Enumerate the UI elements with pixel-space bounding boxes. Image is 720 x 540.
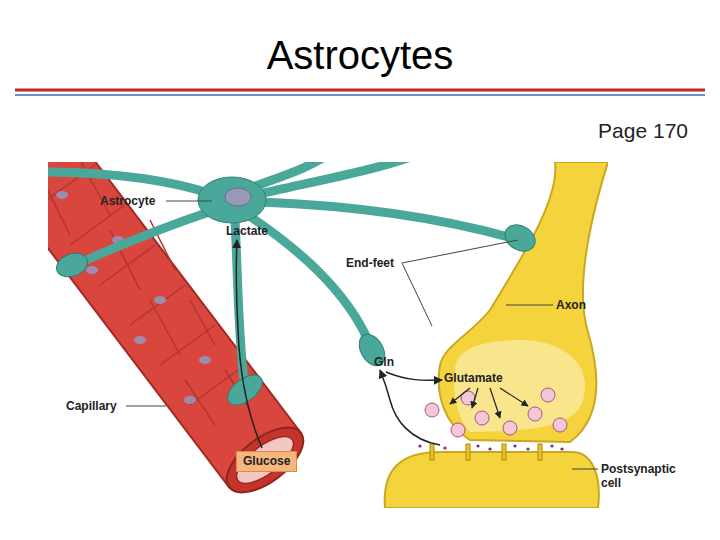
part-label: Glutamate bbox=[444, 371, 524, 385]
capillary-lumen bbox=[229, 428, 300, 491]
cleft-glutamate bbox=[418, 444, 563, 450]
process bbox=[82, 210, 215, 262]
slide-title: Astrocytes bbox=[0, 32, 720, 78]
astrocyte-body bbox=[198, 177, 266, 223]
page-number: Page 170 bbox=[540, 119, 688, 142]
process bbox=[255, 162, 430, 195]
molecule bbox=[488, 447, 491, 450]
vesicle bbox=[553, 418, 567, 432]
substrate-box: Glucose bbox=[236, 451, 297, 472]
lactate-arrow bbox=[236, 240, 262, 448]
axon bbox=[439, 162, 608, 442]
part-label: Capillary bbox=[66, 399, 130, 413]
axon-terminal bbox=[454, 340, 585, 432]
receptor bbox=[430, 444, 434, 460]
drawing-area bbox=[48, 162, 608, 508]
arrow bbox=[472, 388, 478, 408]
header-rule-red bbox=[15, 89, 705, 92]
leader-line bbox=[402, 263, 432, 326]
capillary-opening bbox=[216, 415, 314, 504]
vesicle bbox=[528, 407, 542, 421]
process bbox=[260, 202, 512, 238]
part-label: Astrocyte bbox=[100, 194, 166, 208]
vesicles bbox=[425, 388, 567, 437]
part-label: Gln bbox=[374, 355, 414, 369]
uptake-arrow bbox=[380, 370, 440, 445]
end-foot bbox=[53, 249, 91, 281]
leader-line bbox=[572, 469, 598, 470]
cell-nucleus bbox=[199, 356, 211, 364]
cell-nucleus bbox=[56, 191, 68, 199]
molecule bbox=[476, 444, 479, 447]
molecule bbox=[560, 447, 563, 450]
part-label: Axon bbox=[556, 298, 606, 312]
molecule bbox=[513, 444, 516, 447]
vesicle bbox=[503, 421, 517, 435]
end-foot bbox=[500, 220, 540, 257]
cell-nucleus bbox=[86, 266, 98, 274]
astrocyte-processes bbox=[48, 162, 512, 382]
arrow bbox=[500, 388, 528, 406]
receptor bbox=[538, 444, 542, 460]
leader-line bbox=[166, 201, 212, 202]
vesicle bbox=[475, 411, 489, 425]
part-label: Lactate bbox=[226, 224, 286, 238]
molecule bbox=[443, 446, 446, 449]
receptors bbox=[430, 444, 542, 460]
part-label: Postsynaptic cell bbox=[601, 462, 679, 490]
vesicle bbox=[425, 403, 439, 417]
vesicle bbox=[541, 388, 555, 402]
leader-line bbox=[506, 305, 553, 306]
gln-arrow bbox=[386, 372, 442, 380]
end-feet bbox=[53, 220, 540, 411]
postsynaptic-cell bbox=[385, 452, 599, 508]
molecule bbox=[550, 444, 553, 447]
cell-nucleus bbox=[134, 336, 146, 344]
leader-line bbox=[126, 406, 166, 407]
molecule bbox=[418, 444, 421, 447]
process bbox=[48, 172, 215, 195]
part-label: End-feet bbox=[346, 256, 406, 270]
vesicle bbox=[451, 423, 465, 437]
cell-nucleus bbox=[154, 296, 166, 304]
leader-lines bbox=[126, 201, 598, 469]
leader-line bbox=[402, 240, 518, 263]
glutamate-arrows bbox=[450, 388, 528, 418]
molecule bbox=[526, 447, 529, 450]
astrocyte-nucleus bbox=[225, 188, 251, 206]
node-text: Glucose bbox=[243, 454, 290, 469]
arrow bbox=[450, 388, 470, 404]
header-rule-blue bbox=[15, 94, 705, 96]
cell-nucleus bbox=[184, 396, 196, 404]
receptor bbox=[502, 444, 506, 460]
receptor bbox=[466, 444, 470, 460]
arrow bbox=[490, 388, 500, 418]
